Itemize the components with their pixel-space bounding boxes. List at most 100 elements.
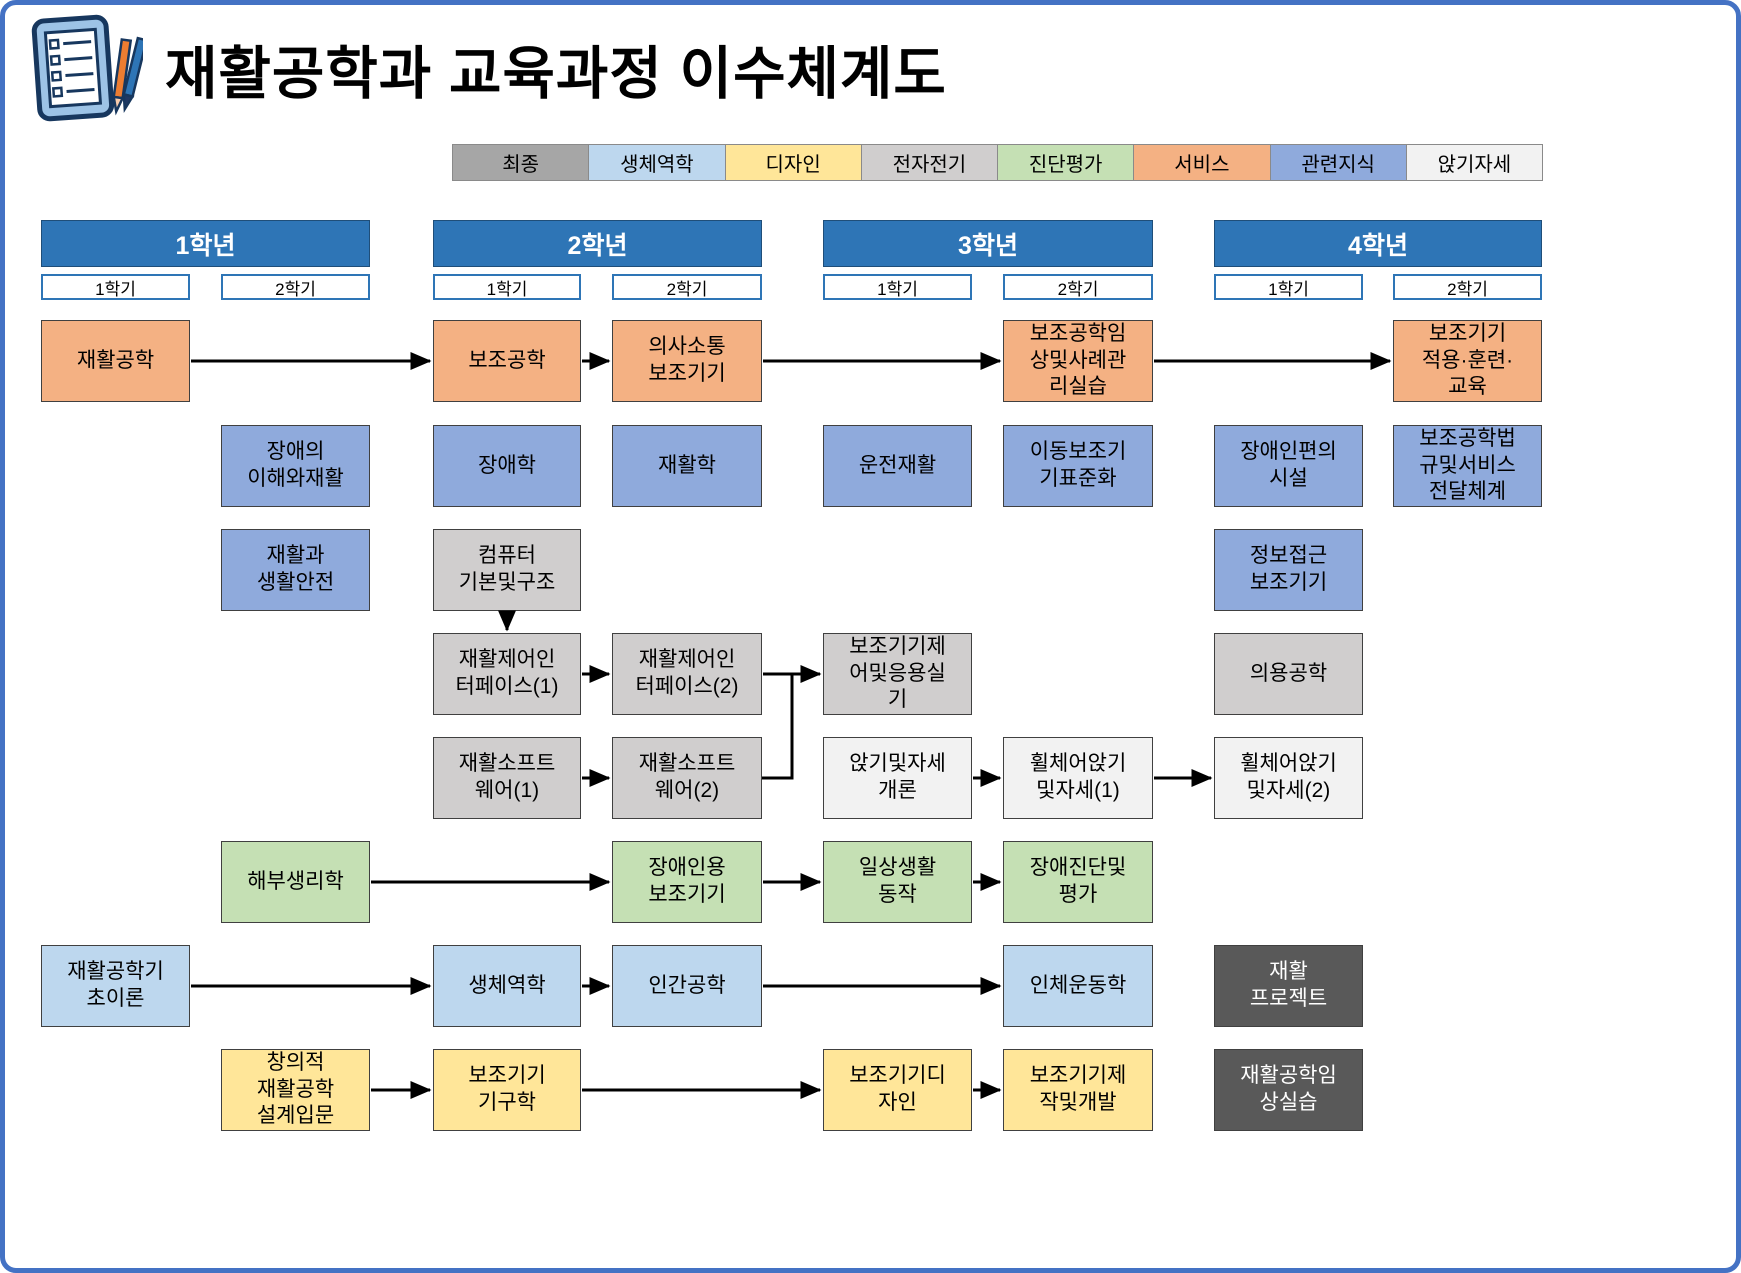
course-label: 보조기기 기구학: [468, 1064, 546, 1114]
course-disability_rehab: 장애의 이해와재활: [221, 425, 370, 507]
course-rehab_studies: 재활학: [612, 425, 762, 507]
course-label: 재활제어인 터페이스(2): [635, 648, 739, 698]
course-wc_seating1: 휠체어앉기 및자세(1): [1003, 737, 1153, 819]
semester-header-y1s2: 2학기: [221, 274, 370, 300]
course-rci2: 재활제어인 터페이스(2): [612, 633, 762, 715]
legend-label: 최종: [502, 154, 540, 176]
course-at_law: 보조공학법 규및서비스 전달체계: [1393, 425, 1542, 507]
legend-final: 최종: [452, 144, 590, 181]
course-assistive_tech: 보조공학: [433, 320, 581, 402]
category-legend: 최종 생체역학 디자인 전자전기 진단평가 서비스 관련지식 앉기자세: [452, 144, 1543, 181]
course-label: 생체역학: [468, 973, 546, 997]
legend-label: 생체역학: [620, 154, 694, 176]
course-creative_design: 창의적 재활공학 설계입문: [221, 1049, 370, 1131]
legend-evaluation: 진단평가: [997, 144, 1135, 181]
course-label: 의용공학: [1249, 661, 1328, 685]
course-anatomy: 해부생리학: [221, 841, 370, 923]
semester-header-y4s2: 2학기: [1393, 274, 1542, 300]
course-label: 이동보조기 기표준화: [1029, 440, 1127, 490]
course-computer_basic: 컴퓨터 기본및구조: [433, 529, 581, 611]
course-ergonomics: 인간공학: [612, 945, 762, 1027]
course-kinesiology: 인체운동학: [1003, 945, 1153, 1027]
course-rehab_eng: 재활공학: [41, 320, 190, 402]
course-adl: 일상생활 동작: [823, 841, 972, 923]
semester-label: 1학기: [1268, 279, 1309, 299]
course-label: 휠체어앉기 및자세(2): [1240, 752, 1337, 802]
course-label: 해부생리학: [247, 869, 344, 893]
course-mobility_std: 이동보조기 기표준화: [1003, 425, 1153, 507]
course-label: 재활공학: [76, 348, 155, 372]
year-label: 3학년: [958, 231, 1018, 260]
course-label: 보조기기제 작및개발: [1029, 1064, 1127, 1114]
legend-label: 진단평가: [1028, 154, 1103, 176]
legend-design: 디자인: [724, 144, 862, 181]
course-disability_studies: 장애학: [433, 425, 581, 507]
course-label: 창의적 재활공학 설계입문: [256, 1051, 335, 1128]
course-at_apply: 보조기기 적용·훈련· 교육: [1393, 320, 1542, 402]
course-label: 재활소프트 웨어(2): [638, 752, 736, 802]
course-at_mechanics: 보조기기 기구학: [433, 1049, 581, 1131]
semester-header-y2s1: 1학기: [433, 274, 581, 300]
semester-label: 1학기: [95, 279, 136, 299]
course-rehab_basic: 재활공학기 초이론: [41, 945, 190, 1027]
course-diag_eval: 장애진단및 평가: [1003, 841, 1153, 923]
course-label: 정보접근 보조기기: [1249, 544, 1328, 594]
course-label: 장애인편의 시설: [1240, 440, 1337, 490]
legend-electronics: 전자전기: [860, 144, 998, 181]
course-label: 운전재활: [858, 453, 937, 477]
course-label: 일상생활 동작: [858, 856, 937, 906]
legend-label: 디자인: [765, 154, 821, 176]
year-header-3: 3학년: [823, 220, 1153, 267]
semester-header-y4s1: 1학기: [1214, 274, 1363, 300]
course-label: 인간공학: [648, 973, 726, 997]
course-label: 인체운동학: [1029, 973, 1127, 997]
legend-label: 서비스: [1174, 154, 1230, 176]
course-label: 보조공학법 규및서비스 전달체계: [1419, 427, 1516, 504]
year-header-1: 1학년: [41, 220, 370, 267]
course-biomech: 생체역학: [433, 945, 581, 1027]
course-at_control: 보조기기제 어및응용실 기: [823, 633, 972, 715]
legend-knowledge: 관련지식: [1269, 144, 1407, 181]
notebook-pencil-icon: [31, 14, 143, 122]
course-label: 보조기기 적용·훈련· 교육: [1421, 322, 1514, 399]
course-label: 보조공학임 상및사례관 리실습: [1029, 322, 1127, 399]
course-at_clinical: 보조공학임 상및사례관 리실습: [1003, 320, 1153, 402]
course-label: 보조기기제 어및응용실 기: [849, 635, 946, 712]
semester-label: 2학기: [275, 279, 316, 299]
semester-header-y1s1: 1학기: [41, 274, 190, 300]
course-label: 장애의 이해와재활: [247, 440, 344, 490]
course-biomedical_eng: 의용공학: [1214, 633, 1363, 715]
legend-biomech: 생체역학: [588, 144, 726, 181]
course-label: 재활공학임 상실습: [1240, 1064, 1337, 1114]
course-rehab_safety: 재활과 생활안전: [221, 529, 370, 611]
course-at_design: 보조기기디 자인: [823, 1049, 972, 1131]
course-rehab_project: 재활 프로젝트: [1214, 945, 1363, 1027]
course-wc_seating2: 휠체어앉기 및자세(2): [1214, 737, 1363, 819]
course-label: 휠체어앉기 및자세(1): [1029, 752, 1127, 802]
semester-label: 2학기: [666, 279, 708, 299]
course-rsw2: 재활소프트 웨어(2): [612, 737, 762, 819]
course-info_access: 정보접근 보조기기: [1214, 529, 1363, 611]
year-label: 4학년: [1348, 231, 1408, 260]
course-driving_rehab: 운전재활: [823, 425, 972, 507]
course-label: 보조기기디 자인: [849, 1064, 946, 1114]
semester-header-y3s2: 2학기: [1003, 274, 1153, 300]
course-accessibility: 장애인편의 시설: [1214, 425, 1363, 507]
legend-label: 관련지식: [1301, 154, 1375, 176]
page-title: 재활공학과 교육과정 이수체계도: [165, 42, 947, 106]
course-label: 컴퓨터 기본및구조: [458, 544, 556, 594]
year-header-4: 4학년: [1214, 220, 1542, 267]
year-header-2: 2학년: [433, 220, 762, 267]
legend-sitting: 앉기자세: [1405, 144, 1543, 181]
legend-service: 서비스: [1133, 144, 1271, 181]
course-label: 보조공학: [468, 348, 546, 372]
course-label: 장애학: [478, 453, 536, 477]
course-label: 재활소프트 웨어(1): [458, 752, 556, 802]
course-at_disabled: 장애인용 보조기기: [612, 841, 762, 923]
semester-header-y2s2: 2학기: [612, 274, 762, 300]
course-comm_aid: 의사소통 보조기기: [612, 320, 762, 402]
year-label: 2학년: [567, 231, 628, 260]
course-label: 재활제어인 터페이스(1): [455, 648, 559, 698]
course-label: 의사소통 보조기기: [648, 335, 726, 385]
semester-header-y3s1: 1학기: [823, 274, 972, 300]
